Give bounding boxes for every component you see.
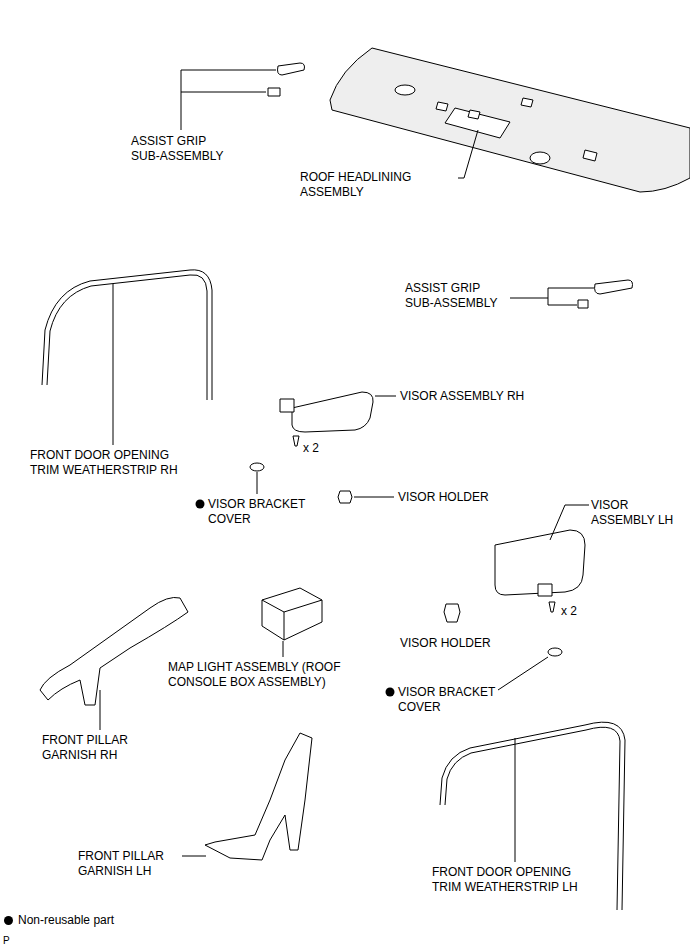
part-label: MAP LIGHT ASSEMBLY (ROOF CONSOLE BOX ASS… (168, 660, 363, 690)
headlining-clip (468, 110, 480, 119)
leader-line (515, 738, 516, 862)
pillar-garnish (40, 597, 188, 705)
headlining-clip (583, 150, 597, 161)
non-reusable-mark (196, 500, 205, 509)
part-label: FRONT DOOR OPENING TRIM WEATHERSTRIP LH (432, 865, 602, 895)
leader-line (550, 505, 589, 540)
weatherstrip (47, 275, 207, 400)
screw (549, 602, 555, 612)
part-label: VISOR HOLDER (398, 490, 489, 505)
visor-holder (444, 604, 460, 622)
pillar-garnish (205, 733, 312, 860)
quantity-label: x 2 (561, 604, 577, 619)
leader-line (498, 657, 548, 690)
dome-recess (395, 85, 415, 95)
part-label: VISOR ASSEMBLY LH (591, 498, 686, 528)
dome-recess (530, 152, 550, 164)
assist-grip (278, 63, 305, 75)
leader-line (181, 70, 276, 130)
part-label: ROOF HEADLINING ASSEMBLY (300, 170, 425, 200)
part-label: FRONT PILLAR GARNISH RH (42, 733, 142, 763)
leader-line (113, 284, 114, 445)
visor-pivot (538, 584, 552, 596)
leader-line (354, 497, 394, 498)
grip-clip (578, 300, 588, 308)
sun-visor (495, 530, 585, 595)
legend-entry: Non-reusable part (4, 913, 114, 928)
weatherstrip (42, 270, 212, 400)
visor-holder (338, 491, 352, 503)
leader-line (510, 288, 594, 305)
part-label: FRONT PILLAR GARNISH LH (78, 849, 178, 879)
sun-visor (292, 392, 373, 432)
screw (293, 436, 299, 446)
part-label: ASSIST GRIP SUB-ASSEMBLY (405, 281, 510, 311)
part-label: VISOR ASSEMBLY RH (400, 389, 524, 404)
part-label: VISOR HOLDER (400, 636, 491, 651)
leader-line (257, 472, 258, 494)
visor-pivot (280, 399, 294, 412)
assist-grip (595, 280, 633, 294)
figure-code: P (3, 933, 10, 948)
legend-swatch (4, 916, 13, 925)
headlining-clip (521, 98, 533, 107)
map-light-edge (262, 600, 322, 640)
bracket-cover (548, 648, 562, 656)
headlining-clip (436, 102, 448, 111)
bracket-cover (250, 463, 264, 471)
leader-line (283, 641, 284, 657)
leader-line (182, 856, 206, 857)
leader-line (458, 130, 478, 178)
grip-clip (268, 88, 280, 96)
part-label: VISOR BRACKET COVER (398, 685, 508, 715)
quantity-label: x 2 (303, 441, 319, 456)
leader-line (100, 690, 101, 730)
map-light (262, 588, 322, 640)
non-reusable-mark (386, 688, 395, 697)
part-label: VISOR BRACKET COVER (208, 497, 318, 527)
legend-text: Non-reusable part (18, 913, 114, 927)
part-label: ASSIST GRIP SUB-ASSEMBLY (131, 134, 236, 164)
leader-line (375, 396, 396, 397)
part-label: FRONT DOOR OPENING TRIM WEATHERSTRIP RH (30, 448, 195, 478)
